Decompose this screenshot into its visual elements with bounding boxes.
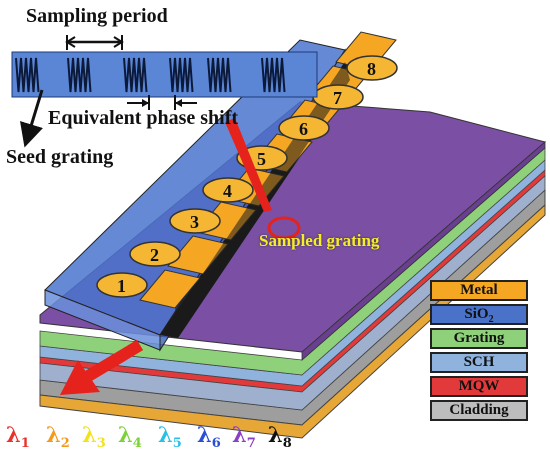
wavelength-3: λ3	[82, 422, 106, 452]
contact-pads: 1 2 3 4 5 6 7 8	[96, 55, 398, 298]
phase-shift-markers	[127, 95, 197, 110]
legend-label: Cladding	[449, 402, 509, 418]
grating-burst	[67, 57, 92, 93]
legend-label: SiO	[464, 306, 489, 322]
legend-label: Metal	[460, 282, 498, 298]
sampled-grating-pointer	[225, 118, 301, 240]
top-face	[301, 141, 546, 361]
wavelength-7: λ7	[232, 422, 256, 452]
grating-burst	[123, 57, 148, 93]
grating-burst	[169, 57, 194, 93]
pad-6	[278, 115, 330, 141]
pad-7-label: 7	[333, 88, 342, 108]
sampled-grating-label: Sampled grating	[259, 231, 380, 250]
wavelength-4: λ4	[118, 422, 142, 452]
legend-label-subscript: 2	[488, 314, 494, 325]
pad-4	[202, 177, 254, 203]
legend-label: SCH	[463, 354, 495, 370]
pad-5-label: 5	[257, 149, 266, 169]
pad-1-label: 1	[117, 276, 126, 296]
pad-1	[96, 272, 148, 298]
output-arrow	[60, 339, 144, 395]
legend-item-metal: Metal	[430, 280, 528, 301]
sch-lower-layer	[39, 175, 546, 411]
legend-label: MQW	[458, 378, 500, 394]
wavelength-8: λ8	[268, 422, 292, 452]
metal-bottom-layer	[39, 203, 546, 439]
legend-item-mqw: MQW	[430, 376, 528, 397]
grating-burst	[261, 57, 286, 93]
equivalent-phase-shift-label: Equivalent phase shift	[48, 107, 239, 129]
grating-burst	[207, 57, 232, 93]
pad-2	[129, 241, 181, 267]
sampled-grating-inset	[11, 51, 318, 98]
legend-item-sch: SCH	[430, 352, 528, 373]
grating-burst	[15, 57, 40, 93]
legend-item-grating: Grating	[430, 328, 528, 349]
wavelength-2: λ2	[46, 422, 70, 452]
wavelength-5: λ5	[158, 422, 182, 452]
sampling-period-label: Sampling period	[26, 5, 168, 27]
pad-3	[169, 208, 221, 234]
legend-item-sio2: SiO2	[430, 304, 528, 325]
wavelength-1: λ1	[6, 422, 30, 452]
pad-2-label: 2	[150, 245, 159, 265]
pad-8	[346, 55, 398, 81]
legend-item-cladding: Cladding	[430, 400, 528, 421]
pad-3-label: 3	[190, 212, 199, 232]
legend-label: Grating	[453, 330, 505, 346]
pad-4-label: 4	[223, 181, 232, 201]
seed-grating-label: Seed grating	[6, 146, 114, 168]
pad-6-label: 6	[299, 119, 308, 139]
wavelength-6: λ6	[197, 422, 221, 452]
pad-8-label: 8	[367, 59, 376, 79]
sampling-period-arrow	[65, 35, 124, 50]
seed-grating-arrow	[20, 89, 44, 148]
